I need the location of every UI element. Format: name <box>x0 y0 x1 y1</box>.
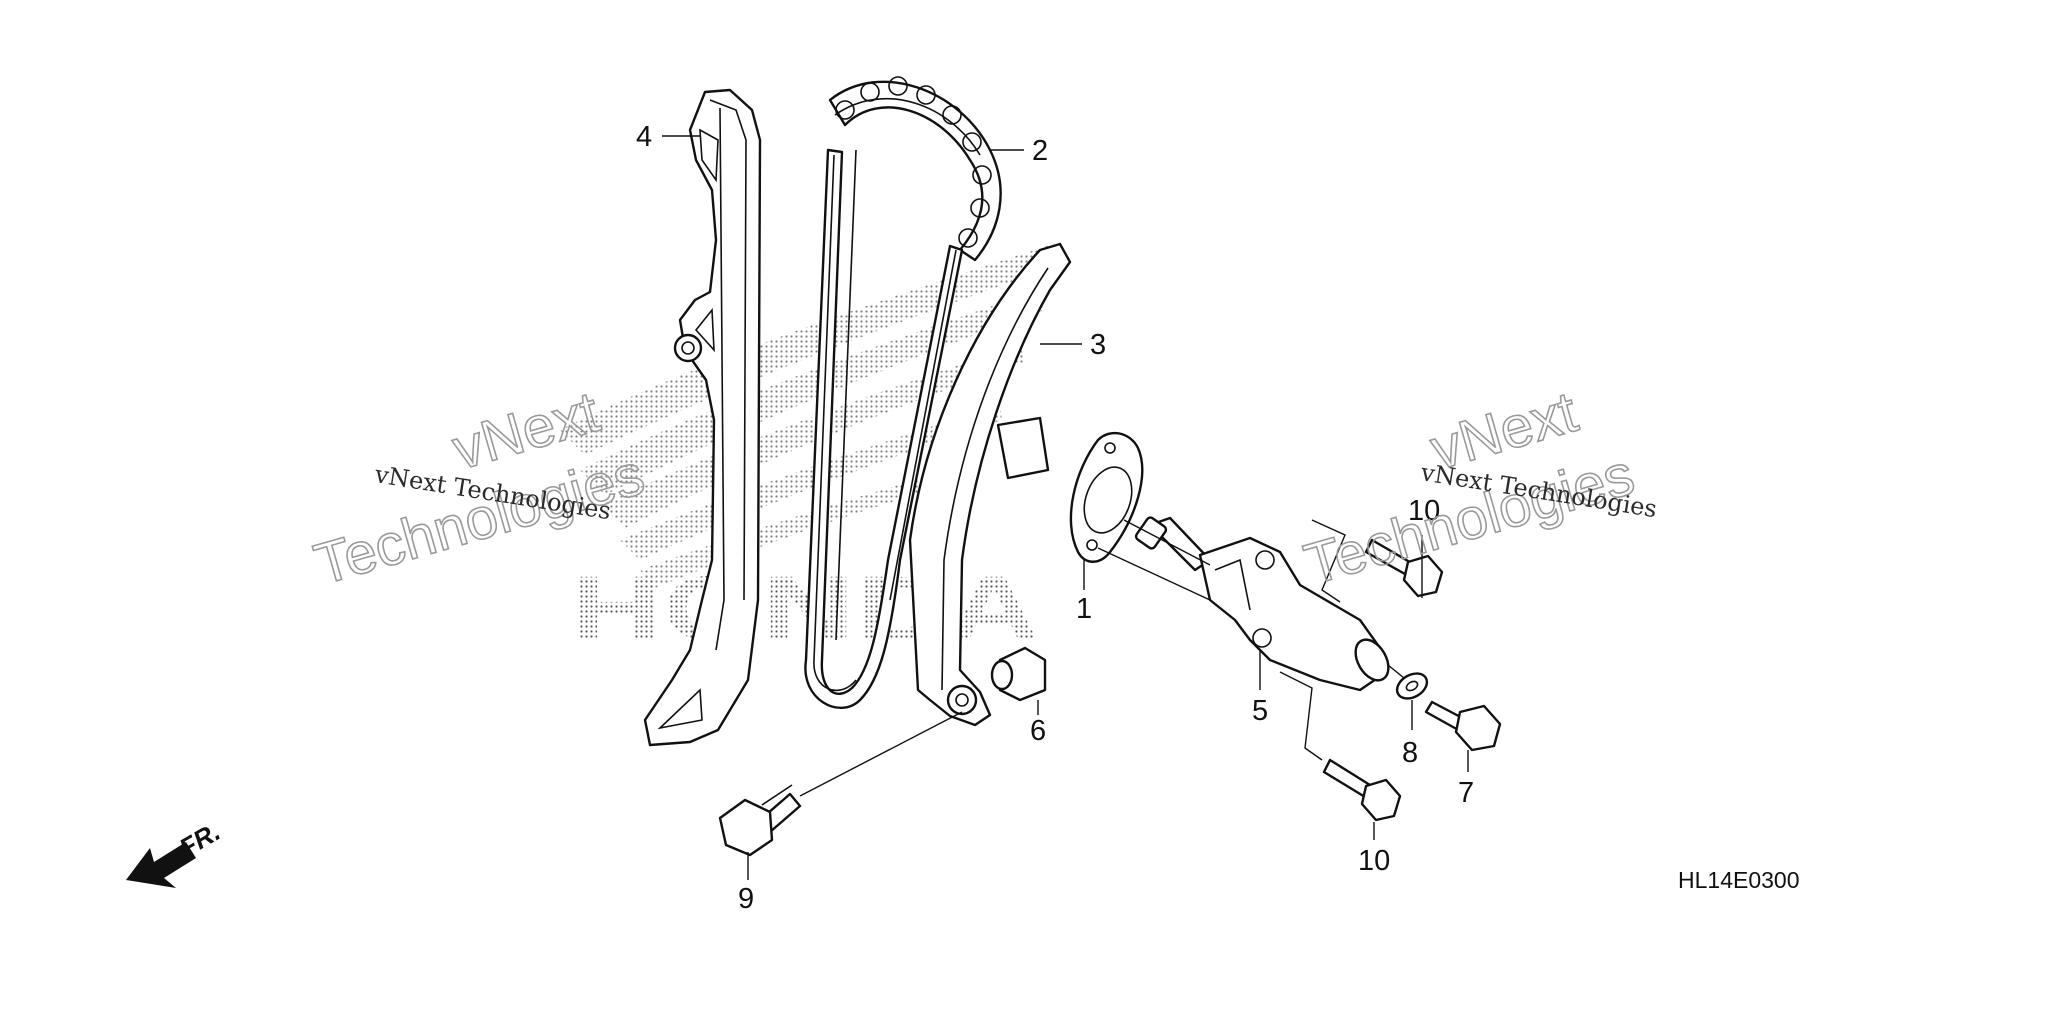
front-direction-arrow-icon <box>126 842 196 888</box>
tensioner-gasket[interactable] <box>1069 431 1144 563</box>
callout-7: 7 <box>1458 777 1474 809</box>
leader-lines <box>662 135 1469 880</box>
collar[interactable] <box>990 646 1047 702</box>
tensioner-arm[interactable] <box>908 242 1072 727</box>
callout-10-lower: 10 <box>1358 845 1390 877</box>
callout-2: 2 <box>1032 135 1048 167</box>
callout-4: 4 <box>636 121 652 153</box>
sealing-bolt[interactable] <box>1424 700 1502 752</box>
background-logo-text: HONDA <box>570 558 1040 660</box>
tensioner-bolt-upper[interactable] <box>1364 538 1444 598</box>
background-wing-logo <box>560 245 1060 588</box>
sealing-washer[interactable] <box>1393 668 1432 703</box>
callout-6: 6 <box>1030 715 1046 747</box>
callout-8: 8 <box>1402 737 1418 769</box>
tensioner-bolt-lower[interactable] <box>1322 758 1402 822</box>
diagram-code: HL14E0300 <box>1678 867 1800 893</box>
callout-1: 1 <box>1076 593 1092 625</box>
callout-3: 3 <box>1090 329 1106 361</box>
cam-chain[interactable] <box>804 76 1002 710</box>
cam-chain-guide[interactable] <box>643 88 762 747</box>
guide-bolt[interactable] <box>718 784 802 857</box>
callout-10-upper: 10 <box>1408 495 1440 527</box>
callout-5: 5 <box>1252 695 1268 727</box>
callout-9: 9 <box>738 883 754 915</box>
